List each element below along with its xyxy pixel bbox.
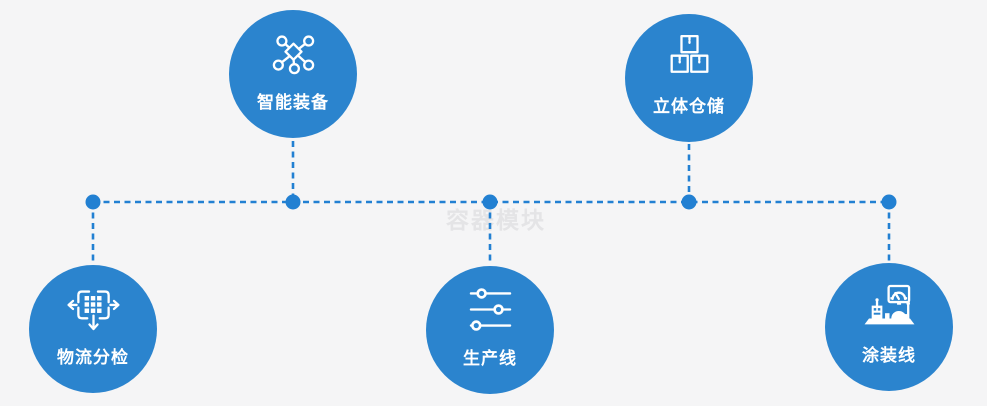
network-nodes-icon	[272, 35, 314, 75]
junction-dot	[681, 194, 697, 210]
node-label: 智能装备	[257, 93, 329, 112]
node-logistics-sorting: 物流分检	[29, 265, 157, 393]
junction-dot	[85, 194, 101, 210]
distribute-arrows-icon	[66, 290, 120, 331]
junction-dot	[285, 194, 301, 210]
node-smart-equipment: 智能装备	[229, 10, 357, 138]
control-console-icon	[864, 284, 914, 325]
node-production-line: 生产线	[426, 266, 554, 394]
junction-dot	[881, 194, 897, 210]
node-label: 物流分检	[57, 348, 129, 367]
node-label: 立体仓储	[653, 97, 725, 116]
node-label: 生产线	[463, 349, 517, 368]
sliders-icon	[469, 288, 511, 331]
node-vertical-warehouse: 立体仓储	[625, 14, 753, 142]
node-label: 涂装线	[862, 346, 916, 365]
stacked-boxes-icon	[670, 34, 708, 73]
junction-dot	[482, 194, 498, 210]
watermark: 容器模块	[446, 207, 546, 233]
node-coating-line: 涂装线	[825, 263, 953, 391]
